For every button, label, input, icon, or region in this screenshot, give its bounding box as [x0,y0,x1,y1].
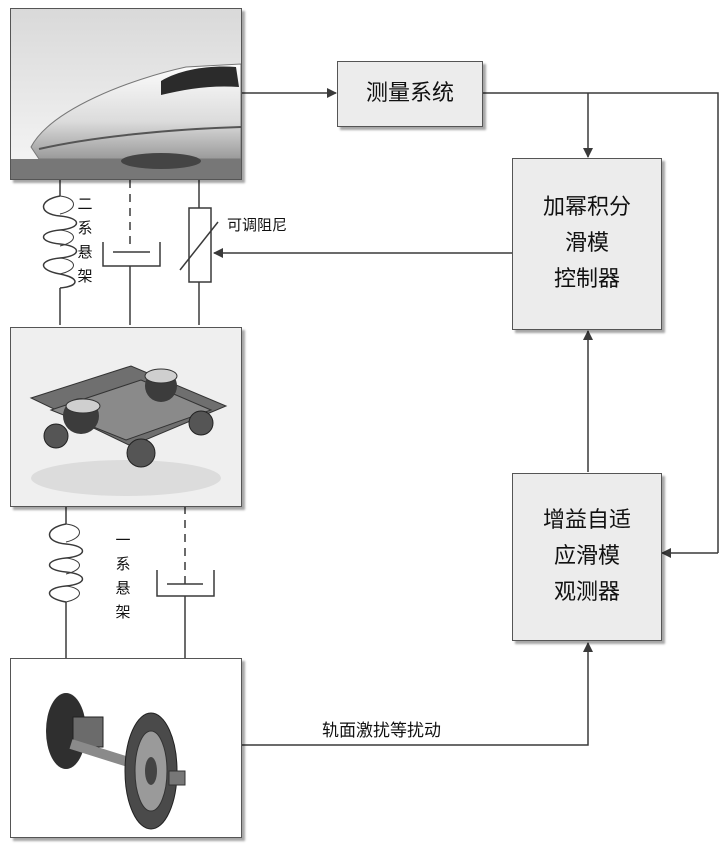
adjustable-damping-label: 可调阻尼 [227,214,287,235]
secondary-spring [44,180,77,325]
adjustable-damper [180,180,218,325]
disturbance-label: 轨面激扰等扰动 [322,716,441,741]
secondary-dashpot [103,242,160,325]
primary-suspension-char-3: 悬 [114,576,132,600]
observer-block: 增益自适 应滑模 观测器 [512,473,662,641]
secondary-suspension-char-3: 悬 [76,240,94,264]
observer-label-line-1: 增益自适 [543,503,631,539]
controller-label-line-2: 滑模 [543,226,631,262]
measurement-system-block: 测量系统 [337,61,483,127]
secondary-suspension-char-4: 架 [76,264,94,288]
controller-label-line-1: 加幂积分 [543,190,631,226]
primary-suspension-char-2: 系 [114,552,132,576]
bogie-image [10,327,242,507]
secondary-suspension-char-1: 二 [76,192,94,216]
observer-label-line-2: 应滑模 [543,539,631,575]
controller-block: 加幂积分 滑模 控制器 [512,158,662,330]
controller-label-line-3: 控制器 [543,262,631,298]
primary-suspension-char-1: 一 [114,528,132,552]
secondary-suspension-label: 二 系 悬 架 [76,192,94,288]
train-image [10,8,242,180]
measurement-system-label: 测量系统 [366,76,454,112]
observer-label-line-3: 观测器 [543,575,631,611]
secondary-suspension-char-2: 系 [76,216,94,240]
primary-spring [50,506,83,658]
primary-suspension-label: 一 系 悬 架 [114,528,132,624]
wheelset-image [10,658,242,838]
primary-suspension-char-4: 架 [114,600,132,624]
